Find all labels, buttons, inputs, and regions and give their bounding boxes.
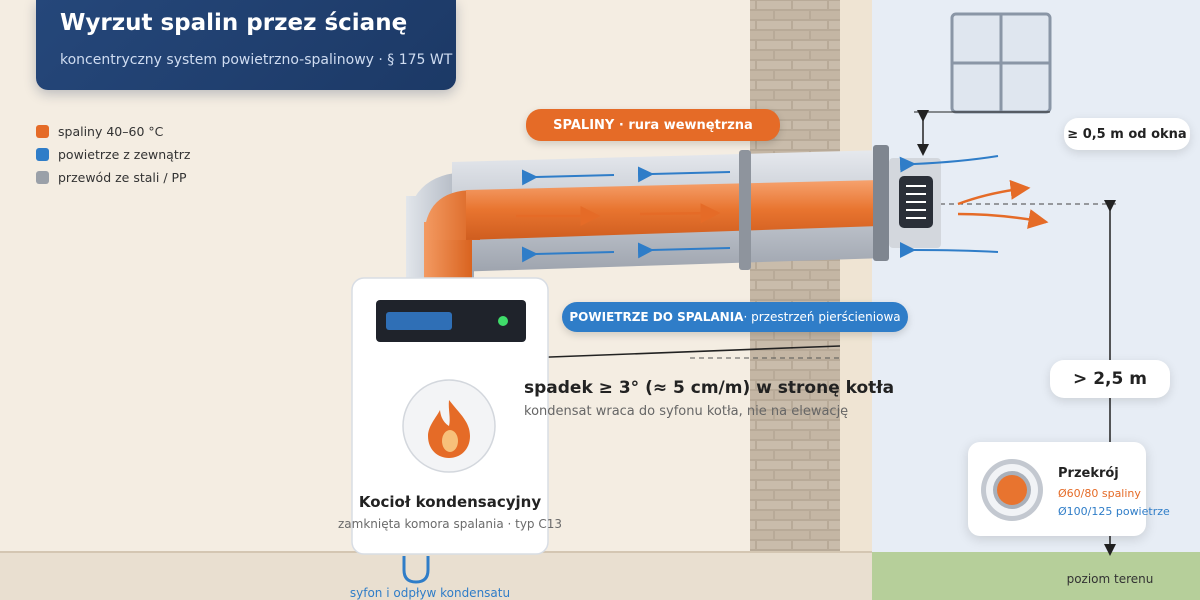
flue-pipe-label: SPALINY · rura wewnętrzna (526, 109, 780, 141)
ground-level-label: poziom terenu (1066, 572, 1154, 586)
legend-label: przewód ze stali / PP (58, 170, 187, 185)
slope-line (523, 345, 841, 359)
pipe-collar (739, 150, 751, 270)
air-flow-arrows (521, 155, 999, 263)
cross-section-card: Przekrój Ø60/80 spaliny Ø100/125 powietr… (968, 442, 1170, 536)
flue-flow-arrows (516, 179, 1049, 229)
cross-section-outer: Ø100/125 powietrze (1058, 505, 1170, 518)
brick-wall (750, 0, 840, 600)
legend-item-steel: przewód ze stali / PP (36, 166, 190, 189)
terminal-grille-icon (889, 158, 941, 248)
wall-render (840, 0, 872, 600)
boiler-subtitle: zamknięta komora spalania · typ C13 (337, 517, 562, 531)
syphon-label: syfon i odpływ kondensatu (349, 586, 511, 600)
boiler (351, 277, 549, 555)
legend-label: powietrze z zewnątrz (58, 147, 191, 162)
ground-strip (872, 552, 1200, 600)
wall-rosette (873, 145, 889, 261)
status-led (498, 316, 508, 326)
legend-label: spaliny 40–60 °C (58, 124, 164, 139)
cross-section-icon (981, 459, 1043, 521)
floor (0, 552, 872, 600)
cross-section-title: Przekrój (1058, 466, 1119, 481)
window-distance-badge: ≥ 0,5 m od okna (1064, 118, 1190, 150)
page-title: Wyrzut spalin przez ścianę (60, 10, 408, 36)
boiler-name: Kocioł kondensacyjny (358, 493, 542, 511)
boiler-display-screen (386, 312, 452, 330)
air-gap-label: POWIETRZE DO SPALANIA · przestrzeń pierś… (562, 302, 908, 332)
legend-swatch-steel (36, 171, 49, 184)
slope-note: kondensat wraca do syfonu kotła, nie na … (524, 404, 849, 419)
syphon-icon (402, 556, 430, 584)
window-icon (950, 12, 1052, 114)
page-subtitle: koncentryczny system powietrzno-spalinow… (60, 52, 453, 68)
legend-item-air: powietrze z zewnątrz (36, 143, 190, 166)
inner-flue-pipe (466, 180, 880, 240)
legend: spaliny 40–60 °C powietrze z zewnątrz pr… (36, 120, 190, 189)
slope-title: spadek ≥ 3° (≈ 5 cm/m) w stronę kotła (524, 378, 895, 398)
air-gap-label-rest: · przestrzeń pierścieniowa (743, 310, 901, 324)
title-card: Wyrzut spalin przez ścianę koncentryczny… (36, 0, 456, 90)
flame-icon (428, 400, 470, 458)
air-gap-label-strong: POWIETRZE DO SPALANIA (569, 310, 744, 324)
height-badge: > 2,5 m (1050, 360, 1170, 398)
legend-item-flue: spaliny 40–60 °C (36, 120, 190, 143)
legend-swatch-air (36, 148, 49, 161)
legend-swatch-flue (36, 125, 49, 138)
cross-section-inner: Ø60/80 spaliny (1058, 487, 1141, 500)
